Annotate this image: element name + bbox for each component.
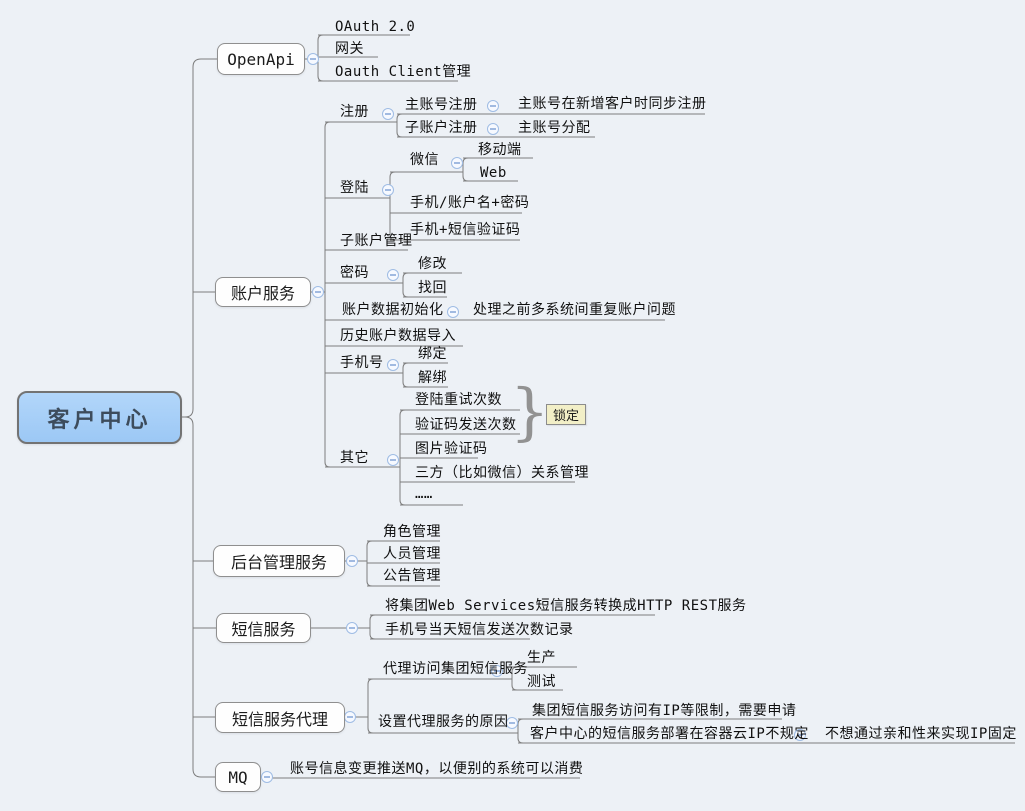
branch-topic-openapi[interactable]: OpenApi: [217, 43, 305, 75]
topic-retry[interactable]: 登陆重试次数: [415, 392, 502, 408]
collapse-icon[interactable]: [487, 123, 499, 135]
collapse-icon[interactable]: [261, 771, 273, 783]
collapse-icon[interactable]: [312, 286, 324, 298]
topic-oauthclient[interactable]: Oauth Client管理: [335, 64, 472, 80]
topic-other[interactable]: 其它: [340, 450, 369, 466]
branch-topic-account[interactable]: 账户服务: [215, 277, 311, 307]
topic-reason_cloud[interactable]: 客户中心的短信服务部署在容器云IP不规定: [530, 726, 809, 742]
topic-phone_unbind[interactable]: 解绑: [418, 370, 447, 386]
topic-password[interactable]: 密码: [340, 265, 369, 281]
collapse-icon[interactable]: [382, 108, 394, 120]
collapse-icon[interactable]: [447, 306, 459, 318]
collapse-icon[interactable]: [382, 184, 394, 196]
topic-phone[interactable]: 手机号: [340, 355, 384, 371]
collapse-icon[interactable]: [307, 53, 319, 65]
topic-captcha_count[interactable]: 验证码发送次数: [415, 417, 517, 433]
topic-sms_convert[interactable]: 将集团Web Services短信服务转换成HTTP REST服务: [385, 598, 747, 614]
topic-proxy_reason[interactable]: 设置代理服务的原因: [378, 714, 509, 730]
topic-register[interactable]: 注册: [340, 104, 369, 120]
callout-lock[interactable]: 锁定: [546, 404, 586, 425]
topic-reg_main_note[interactable]: 主账号在新增客户时同步注册: [518, 96, 707, 112]
collapse-icon[interactable]: [387, 269, 399, 281]
topic-phone_bind[interactable]: 绑定: [418, 346, 447, 362]
topic-initdata[interactable]: 账户数据初始化: [342, 302, 444, 318]
collapse-icon[interactable]: [451, 157, 463, 169]
topic-reg_sub_note[interactable]: 主账号分配: [518, 120, 591, 136]
topic-login[interactable]: 登陆: [340, 180, 369, 196]
topic-gateway[interactable]: 网关: [335, 41, 364, 57]
topic-wechat_mobile[interactable]: 移动端: [478, 142, 522, 158]
collapse-icon[interactable]: [794, 729, 806, 741]
topic-proxy_access[interactable]: 代理访问集团短信服务: [383, 661, 528, 677]
topic-notice[interactable]: 公告管理: [383, 568, 441, 584]
topic-login_sms[interactable]: 手机+短信验证码: [410, 222, 521, 238]
collapse-icon[interactable]: [491, 665, 503, 677]
collapse-icon[interactable]: [346, 622, 358, 634]
brace-icon: }: [510, 375, 550, 448]
topic-reason_ip[interactable]: 集团短信服务访问有IP等限制，需要申请: [532, 703, 797, 719]
root-topic-customer_center[interactable]: 客户中心: [17, 391, 182, 444]
branch-topic-admin[interactable]: 后台管理服务: [213, 545, 345, 577]
topic-dots[interactable]: ……: [415, 486, 433, 502]
topic-prod[interactable]: 生产: [527, 650, 556, 666]
collapse-icon[interactable]: [387, 359, 399, 371]
topic-initdata_note[interactable]: 处理之前多系统间重复账户问题: [473, 302, 676, 318]
topic-subaccount[interactable]: 子账户管理: [340, 233, 413, 249]
topic-oauth2[interactable]: OAuth 2.0: [335, 19, 416, 35]
topic-wechat[interactable]: 微信: [410, 152, 439, 168]
topic-staff[interactable]: 人员管理: [383, 546, 441, 562]
topic-reg_sub[interactable]: 子账户注册: [405, 120, 478, 136]
topic-thirdparty[interactable]: 三方（比如微信）关系管理: [415, 465, 589, 481]
collapse-icon[interactable]: [344, 711, 356, 723]
branch-topic-smsproxy[interactable]: 短信服务代理: [215, 702, 345, 733]
topic-wechat_web[interactable]: Web: [480, 165, 507, 181]
collapse-icon[interactable]: [346, 555, 358, 567]
topic-pwd_find[interactable]: 找回: [418, 280, 447, 296]
topic-pwd_modify[interactable]: 修改: [418, 256, 447, 272]
collapse-icon[interactable]: [506, 717, 518, 729]
branch-topic-mq[interactable]: MQ: [215, 762, 261, 792]
topic-reg_main[interactable]: 主账号注册: [405, 97, 478, 113]
collapse-icon[interactable]: [387, 454, 399, 466]
topic-test[interactable]: 测试: [527, 674, 556, 690]
topic-sms_count[interactable]: 手机号当天短信发送次数记录: [385, 622, 574, 638]
branch-topic-sms[interactable]: 短信服务: [216, 613, 311, 643]
topic-history[interactable]: 历史账户数据导入: [340, 328, 456, 344]
topic-mq_note[interactable]: 账号信息变更推送MQ，以便别的系统可以消费: [290, 761, 584, 777]
topic-role[interactable]: 角色管理: [383, 524, 441, 540]
topic-img_captcha[interactable]: 图片验证码: [415, 441, 488, 457]
topic-login_pwd[interactable]: 手机/账户名+密码: [410, 195, 530, 211]
topic-reason_cloud_note[interactable]: 不想通过亲和性来实现IP固定: [825, 726, 1017, 742]
collapse-icon[interactable]: [487, 100, 499, 112]
